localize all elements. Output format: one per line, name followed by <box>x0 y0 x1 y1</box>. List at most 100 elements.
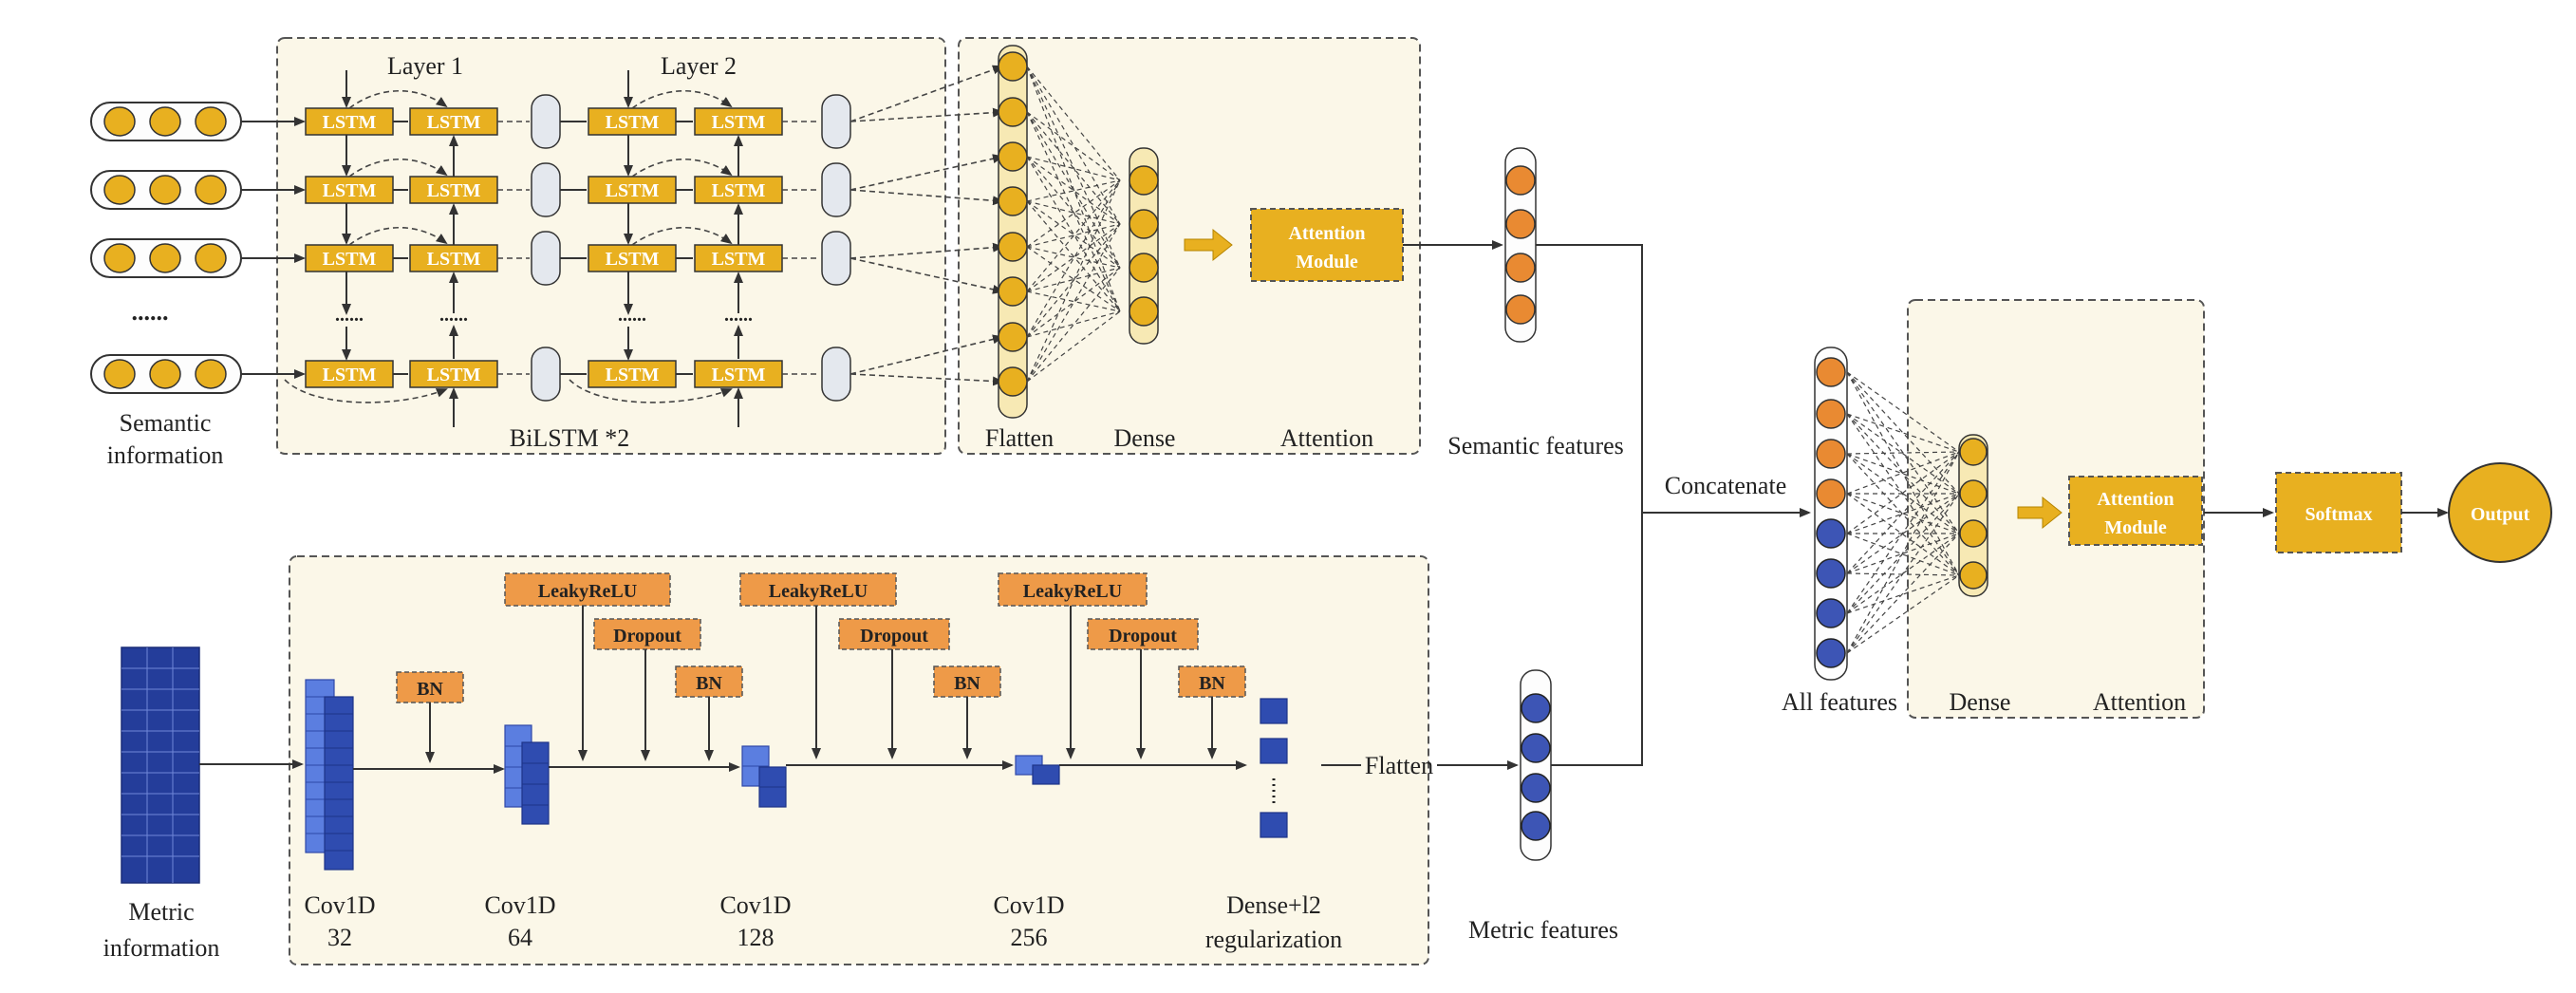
dense-label-top: Dense <box>1114 424 1176 452</box>
softmax-box: Softmax <box>2275 472 2402 553</box>
metric-features-vector <box>1520 669 1552 861</box>
flatten-arrow-label: Flatten <box>1365 752 1433 779</box>
cnn-panel <box>289 555 1429 965</box>
lstm-label: LSTM <box>712 180 766 201</box>
input-arrows <box>241 117 306 379</box>
svg-text:......: ...... <box>335 305 364 326</box>
dropout-label: Dropout <box>1109 626 1177 646</box>
svg-text:......: ...... <box>439 305 468 326</box>
conv64-label-value: 64 <box>508 924 532 951</box>
leakyrelu-label: LeakyReLU <box>538 581 637 602</box>
dense-l2-block <box>1260 698 1288 838</box>
leakyrelu-box: LeakyReLU <box>504 572 671 607</box>
bn-box: BN <box>675 665 743 698</box>
conv32-block <box>305 679 354 871</box>
all-features-label: All features <box>1782 688 1897 716</box>
bn-label: BN <box>1199 673 1225 694</box>
lstm-label: LSTM <box>427 249 481 270</box>
svg-text:Attention: Attention <box>1288 223 1365 244</box>
conv64-label-name: Cov1D <box>484 891 555 919</box>
attention-label-top: Attention <box>1280 424 1373 452</box>
lstm-label: LSTM <box>712 365 766 385</box>
conv256-label-value: 256 <box>1011 924 1048 951</box>
svg-text:Module: Module <box>2104 517 2167 538</box>
leakyrelu-box: LeakyReLU <box>998 572 1148 607</box>
all-features-vector <box>1814 347 1848 681</box>
conv32-label-name: Cov1D <box>304 891 375 919</box>
semantic-features-label: Semantic features <box>1447 432 1624 459</box>
flatten-label: Flatten <box>985 424 1054 452</box>
output-node: Output <box>2448 462 2552 563</box>
conv32-label-value: 32 <box>327 924 352 951</box>
all-dense-connections <box>1846 371 1960 654</box>
dropout-box: Dropout <box>1087 618 1199 650</box>
svg-text:......: ...... <box>724 305 753 326</box>
attention-module-right: Attention Module <box>2068 476 2203 546</box>
svg-text:Module: Module <box>1296 252 1358 272</box>
layer2-label: Layer 2 <box>661 52 737 80</box>
semantic-input-row <box>90 354 242 394</box>
conv64-block <box>504 724 550 825</box>
layer1-label: Layer 1 <box>387 52 463 80</box>
lstm-label: LSTM <box>323 249 377 270</box>
arrow-to-attention-top <box>1184 228 1233 262</box>
lstm-row: LSTM LSTM LSTM LSTM <box>305 227 851 286</box>
bn-box: BN <box>396 671 464 703</box>
semantic-input-capsules: ...... <box>90 102 242 394</box>
bn-label: BN <box>417 679 443 700</box>
dropout-label: Dropout <box>613 626 681 646</box>
svg-text:Output: Output <box>2471 504 2530 525</box>
dropout-box: Dropout <box>838 618 950 650</box>
ellipsis-input: ...... <box>132 298 169 326</box>
lstm-row: LSTM LSTM LSTM LSTM <box>284 347 851 403</box>
metric-input-grid <box>121 646 200 884</box>
conv128-label-name: Cov1D <box>719 891 791 919</box>
lstm-label: LSTM <box>712 249 766 270</box>
svg-text:Softmax: Softmax <box>2305 504 2372 525</box>
dropout-box: Dropout <box>593 618 701 650</box>
lstm-label: LSTM <box>427 180 481 201</box>
dropout-label: Dropout <box>860 626 928 646</box>
svg-text:Attention: Attention <box>2097 489 2174 510</box>
semantic-input-row <box>90 238 242 278</box>
dense-l2-label-1: Dense+l2 <box>1226 891 1321 919</box>
attention-label-right: Attention <box>2093 688 2186 716</box>
dense-l2-label-2: regularization <box>1205 926 1342 953</box>
conv128-block <box>741 745 787 808</box>
lstm-label: LSTM <box>323 365 377 385</box>
concatenate-label: Concatenate <box>1665 472 1787 499</box>
metric-information-label-2: information <box>103 934 220 962</box>
semantic-information-label-1: Semantic <box>120 409 212 437</box>
bn-box: BN <box>1178 665 1246 698</box>
conv256-block <box>1015 755 1060 785</box>
conv256-label-name: Cov1D <box>993 891 1064 919</box>
dense-layer-top <box>1129 147 1159 345</box>
leakyrelu-label: LeakyReLU <box>769 581 868 602</box>
lstm-label: LSTM <box>606 112 660 133</box>
semantic-information-label-2: information <box>107 441 224 469</box>
cnn-pipeline: BN LeakyReLU Dropout BN <box>304 572 1342 953</box>
bn-label: BN <box>954 673 980 694</box>
lstm-label: LSTM <box>606 365 660 385</box>
dense-layer-right <box>1958 434 1988 597</box>
bilstm-label: BiLSTM *2 <box>510 424 629 452</box>
lstm-label: LSTM <box>427 365 481 385</box>
leakyrelu-box: LeakyReLU <box>739 572 897 607</box>
attention-module-top: Attention Module <box>1250 208 1404 282</box>
bn-label: BN <box>696 673 722 694</box>
lstm-label: LSTM <box>606 249 660 270</box>
lstm-label: LSTM <box>323 112 377 133</box>
conv128-label-value: 128 <box>737 924 775 951</box>
dense-label-right: Dense <box>1950 688 2011 716</box>
svg-text:......: ...... <box>618 305 646 326</box>
flatten-dense-connections <box>1026 66 1121 383</box>
flatten-layer <box>998 45 1028 419</box>
lstm-row: LSTM LSTM LSTM LSTM <box>305 159 851 217</box>
metric-information-label-1: Metric <box>128 898 194 926</box>
arrow-to-attention-right <box>2017 496 2063 530</box>
lstm-label: LSTM <box>427 112 481 133</box>
lstm-label: LSTM <box>712 112 766 133</box>
lstm-label: LSTM <box>606 180 660 201</box>
metric-features-label: Metric features <box>1468 916 1618 944</box>
